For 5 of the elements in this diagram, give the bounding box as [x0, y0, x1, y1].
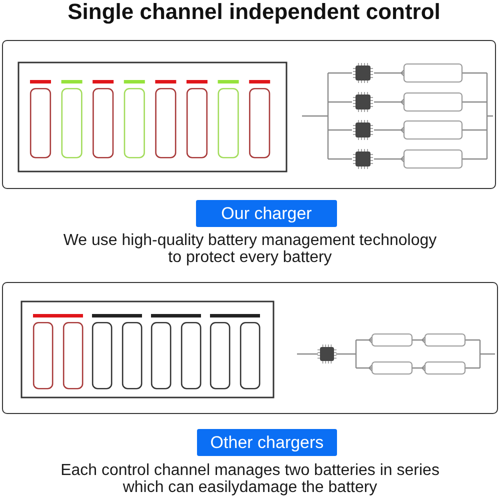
description-text: We use high-quality battery management technology to protect every battery [62, 233, 438, 266]
title: Single channel independent control [66, 0, 442, 26]
section-banner: Our charger [196, 200, 337, 227]
description-text: Each control channel manages two batteries in series which can easilydamage the battery [60, 463, 440, 496]
section-banner: Other chargers [197, 429, 337, 456]
